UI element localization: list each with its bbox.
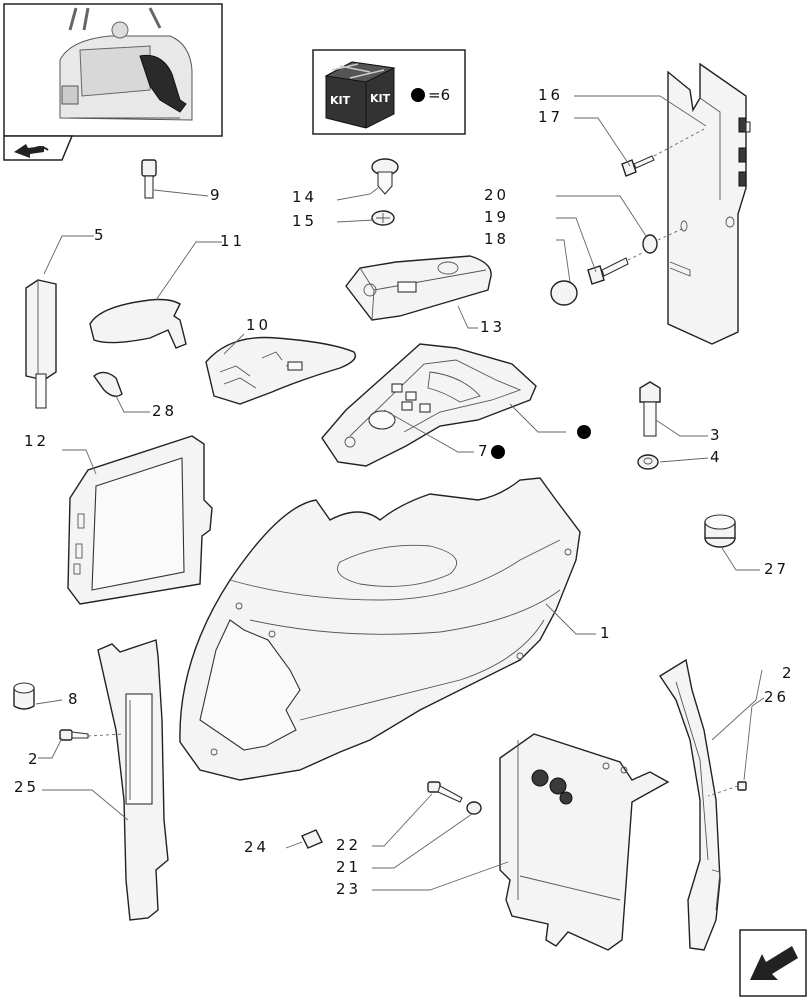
- cover-part-11: [89, 298, 187, 349]
- kit-note: =6: [428, 86, 450, 104]
- kit-legend-box: KIT KIT =6: [312, 49, 466, 135]
- standoff-part-5: [25, 279, 57, 409]
- kit-label-right: KIT: [370, 92, 391, 105]
- callout-4: 4: [710, 448, 723, 466]
- kit-bullet-icon: [491, 445, 505, 459]
- screw-part-26: [707, 781, 747, 797]
- callout-2-left: 2: [28, 750, 41, 768]
- console-part-kit: [321, 343, 537, 467]
- callout-14: 14: [292, 188, 317, 206]
- washer-part-20: [642, 234, 658, 254]
- kit-label-left: KIT: [330, 94, 351, 107]
- fastener-part-14: [371, 158, 399, 195]
- pillar-part-25: [97, 639, 169, 921]
- callout-13: 13: [480, 318, 505, 336]
- callout-5: 5: [94, 226, 107, 244]
- callout-17: 17: [538, 108, 563, 126]
- callout-20: 20: [484, 186, 509, 204]
- callout-23: 23: [336, 880, 361, 898]
- knob-part-18: [550, 280, 578, 306]
- callout-24: 24: [244, 838, 269, 856]
- callout-18: 18: [484, 230, 509, 248]
- callout-15: 15: [292, 212, 317, 230]
- screw-part-22: [427, 781, 463, 803]
- screw-part-2-left: [59, 729, 125, 741]
- tractor-cab-thumbnail[interactable]: [3, 3, 223, 137]
- callout-3: 3: [710, 426, 723, 444]
- grommet-part-27: [704, 514, 736, 548]
- back-arrow-icon[interactable]: [3, 135, 74, 161]
- callout-21: 21: [336, 858, 361, 876]
- part-tall-bracket: [667, 62, 751, 345]
- kit-bullet-icon: [577, 425, 591, 439]
- next-page-arrow-icon[interactable]: [739, 929, 807, 997]
- clip-part-15: [371, 210, 395, 226]
- bolt-part-9: [141, 159, 157, 199]
- panel-part-13: [345, 255, 492, 321]
- callout-1: 1: [600, 624, 613, 642]
- panel-part-10: [205, 336, 357, 405]
- nut-part-4: [637, 454, 659, 470]
- callout-25: 25: [14, 778, 39, 796]
- main-shell-part-1: [179, 477, 581, 781]
- pad-part-28: [93, 371, 123, 397]
- callout-7: 7: [478, 442, 491, 460]
- callout-9: 9: [210, 186, 223, 204]
- callout-28: 28: [152, 402, 177, 420]
- callout-16: 16: [538, 86, 563, 104]
- leader-lines: [35, 95, 765, 891]
- callout-27: 27: [764, 560, 789, 578]
- frame-part-12: [67, 435, 213, 605]
- washer-part-21: [466, 801, 482, 815]
- plug-part-8: [13, 682, 35, 710]
- clip-part-24: [301, 829, 323, 849]
- callout-26: 26: [764, 688, 789, 706]
- callout-10: 10: [246, 316, 271, 334]
- bolt-part-3: [639, 381, 661, 437]
- bolt-part-19: [587, 257, 629, 285]
- callout-22: 22: [336, 836, 361, 854]
- kit-bullet-icon: [411, 88, 425, 102]
- callout-12: 12: [24, 432, 49, 450]
- callout-19: 19: [484, 208, 509, 226]
- pillar-part-2-right: [659, 658, 721, 951]
- panel-part-23: [499, 733, 670, 951]
- bolt-part-17: [621, 155, 655, 177]
- callout-8: 8: [68, 690, 81, 708]
- callout-labels: 9 14 15 16 17 20 19 18 5 11 10 13 28 12 …: [14, 86, 795, 898]
- callout-11: 11: [220, 232, 245, 250]
- callout-2-right: 2: [782, 664, 795, 682]
